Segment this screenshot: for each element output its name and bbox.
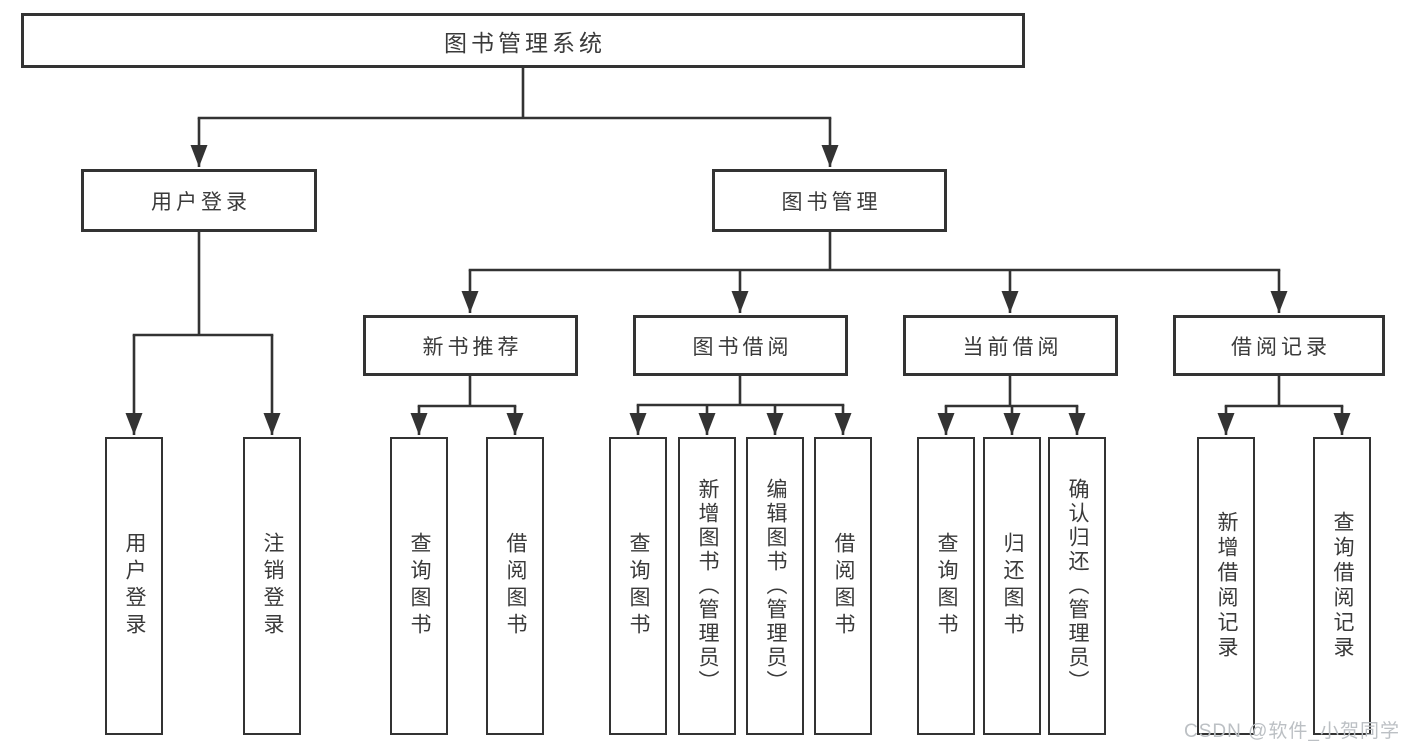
node-current-borrowing: 当前借阅 (903, 315, 1118, 376)
leaf-confirm-return-admin: 确认归还（管理员） (1048, 437, 1106, 735)
leaf-user-login: 用户登录 (105, 437, 163, 735)
connector-arrows (125, 118, 1351, 435)
csdn-watermark: CSDN @软件_小贺同学 (1184, 721, 1400, 742)
node-new-book-recommend: 新书推荐 (363, 315, 578, 376)
leaf-add-books-admin: 新增图书（管理员） (678, 437, 736, 735)
leaf-borrow-books-borrowing: 借阅图书 (814, 437, 872, 735)
connector-trunks (132, 66, 1344, 408)
leaf-query-borrow-record: 查询借阅记录 (1313, 437, 1371, 735)
leaf-add-borrow-record: 新增借阅记录 (1197, 437, 1255, 735)
leaf-query-books-recommend: 查询图书 (390, 437, 448, 735)
leaf-query-books-current: 查询图书 (917, 437, 975, 735)
leaf-logout: 注销登录 (243, 437, 301, 735)
node-user-login-branch: 用户登录 (81, 169, 317, 232)
leaf-query-books-borrowing: 查询图书 (609, 437, 667, 735)
node-book-management-branch: 图书管理 (712, 169, 947, 232)
leaf-return-books: 归还图书 (983, 437, 1041, 735)
node-borrowing-records: 借阅记录 (1173, 315, 1385, 376)
node-book-borrowing: 图书借阅 (633, 315, 848, 376)
leaf-edit-books-admin: 编辑图书（管理员） (746, 437, 804, 735)
node-root-system: 图书管理系统 (21, 13, 1025, 68)
leaf-borrow-books-recommend: 借阅图书 (486, 437, 544, 735)
